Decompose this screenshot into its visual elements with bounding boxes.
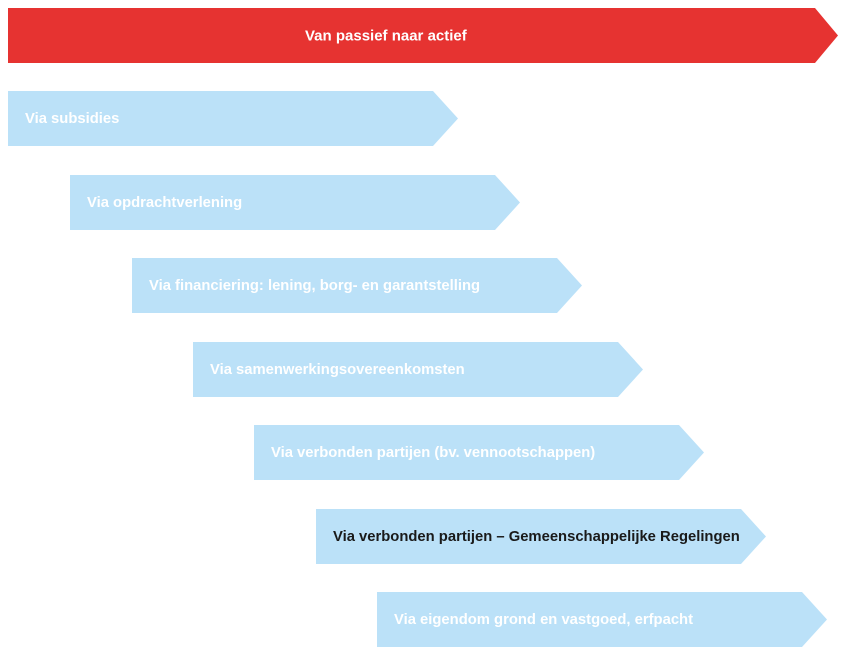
step-label: Via financiering: lening, borg- en garan…	[149, 277, 481, 294]
step-arrow-opdrachtverlening: Via opdrachtverlening	[70, 175, 520, 230]
step-arrow-subsidies: Via subsidies	[8, 91, 458, 146]
step-label: Via verbonden partijen – Gemeenschappeli…	[333, 528, 740, 545]
step-label: Via eigendom grond en vastgoed, erfpacht	[394, 611, 694, 628]
step-arrow-financiering: Via financiering: lening, borg- en garan…	[132, 258, 582, 313]
step-label: Via opdrachtverlening	[87, 194, 243, 211]
header-arrow: Van passief naar actief	[8, 8, 838, 63]
step-label: Via samenwerkingsovereenkomsten	[210, 361, 465, 378]
step-label: Via subsidies	[25, 110, 120, 127]
step-arrow-gemeenschappelijke-regelingen: Via verbonden partijen – Gemeenschappeli…	[316, 509, 766, 564]
step-label: Via verbonden partijen (bv. vennootschap…	[271, 444, 596, 461]
step-arrow-eigendom-grond-vastgoed: Via eigendom grond en vastgoed, erfpacht	[377, 592, 827, 647]
step-arrow-verbonden-partijen-vennootschappen: Via verbonden partijen (bv. vennootschap…	[254, 425, 704, 480]
step-arrow-samenwerkingsovereenkomsten: Via samenwerkingsovereenkomsten	[193, 342, 643, 397]
header-label: Van passief naar actief	[305, 27, 467, 44]
